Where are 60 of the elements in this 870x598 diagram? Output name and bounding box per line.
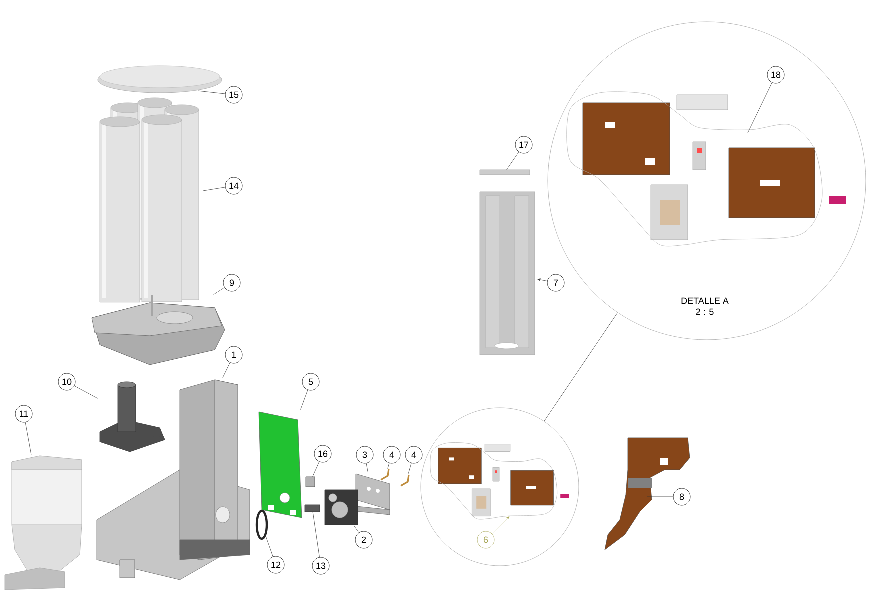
connector-line [544,312,618,422]
callout-number: 4 [383,446,401,464]
leader-line [538,278,548,282]
leader-line [214,288,225,295]
callout-number: 10 [58,373,76,391]
detail-circle [548,22,866,340]
callout-number: 7 [547,274,565,292]
leader-line [748,82,772,134]
leader-line [366,463,368,472]
leader-line [222,362,230,378]
lid-drawing [98,66,222,94]
screw [304,504,320,512]
leader-line [354,526,360,534]
post-drawing [100,382,166,452]
callout-number: 3 [356,446,374,464]
detail-label: DETALLE A [682,298,729,304]
detail-label: 2 : 5 [696,308,714,316]
leader-line [506,152,520,170]
callout-number: 13 [312,557,330,575]
channel-drawing [480,192,536,356]
callout-number: 8 [673,488,691,506]
callout-number: 2 [355,531,373,549]
tube-bundle-drawing [100,98,200,303]
callout-number: 12 [267,556,285,574]
callout-number: 11 [15,405,33,423]
leader-line [408,463,412,474]
outline-curve [430,442,558,520]
callout-number: 17 [515,136,533,154]
outline-curve [566,92,823,247]
callout-number: 16 [314,445,332,463]
leader-line [74,386,98,399]
leader-line [312,462,320,477]
pin-drawing [400,474,410,487]
leader-line [25,422,32,455]
callout-number: 15 [225,86,243,104]
chute-drawing [604,438,690,550]
leader-line [300,390,308,410]
leader-line [492,516,510,534]
leader-line [388,463,390,469]
callout-number: 1 [225,346,243,364]
hopper-drawing [4,456,82,590]
ring [256,510,268,540]
leader-line [203,187,226,192]
detail-circle [420,408,580,566]
motor-drawing [324,490,358,526]
callout-number: 9 [223,274,241,292]
connector-block [306,476,316,488]
callout-number: 18 [767,66,785,84]
callout-number: 5 [302,373,320,391]
callout-number: 6 [477,531,495,549]
leader-line [647,496,674,498]
circuit-board-drawing [258,412,302,518]
strip [480,170,530,176]
callout-number: 14 [225,177,243,195]
pin-drawing [380,468,390,481]
callout-number: 4 [405,446,423,464]
leader-line [198,90,226,94]
leader-line [266,536,274,557]
base-drawing [92,295,226,366]
leader-line [312,512,320,558]
